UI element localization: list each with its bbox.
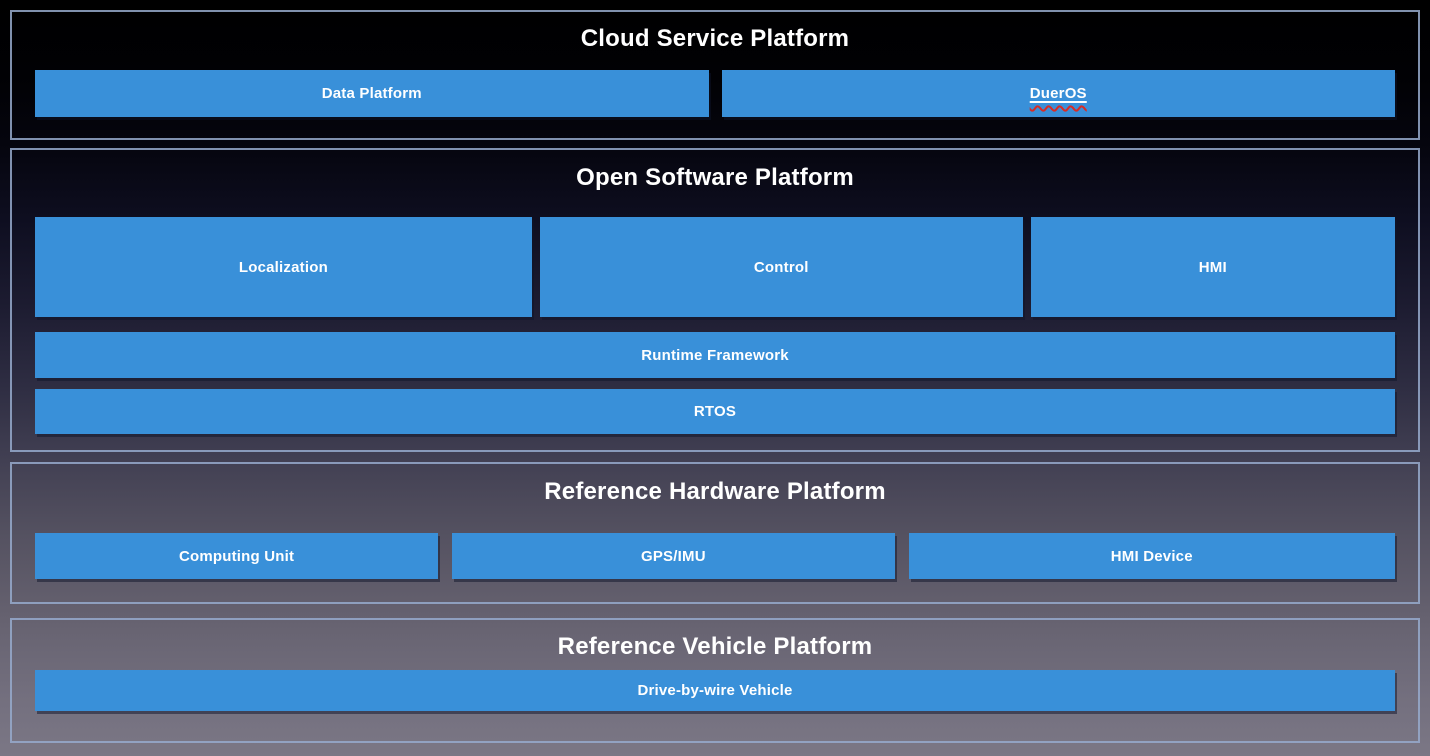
box-label-dueros-underline: DuerOS — [1030, 85, 1087, 102]
section-cloud-service-platform: Cloud Service Platform Data Platform Due… — [10, 10, 1420, 140]
box-drive-by-wire-vehicle: Drive-by-wire Vehicle — [35, 670, 1395, 711]
section-title-open-software-platform: Open Software Platform — [576, 164, 854, 191]
box-label-control: Control — [753, 258, 809, 276]
box-label-gps-imu: GPS/IMU — [640, 547, 706, 565]
box-data-platform: Data Platform — [35, 70, 709, 117]
section-reference-vehicle-platform: Reference Vehicle Platform Drive-by-wire… — [10, 618, 1420, 743]
section-title-cloud-service-platform: Cloud Service Platform — [580, 25, 850, 52]
box-label-computing-unit: Computing Unit — [178, 547, 295, 565]
box-gps-imu: GPS/IMU — [452, 533, 895, 579]
box-label-hmi: HMI — [1198, 258, 1227, 276]
section-open-software-platform: Open Software Platform Localization Cont… — [10, 148, 1420, 452]
box-dueros: DuerOS — [721, 70, 1395, 117]
box-rtos: RTOS — [35, 389, 1395, 434]
box-label-hmi-device: HMI Device — [1110, 547, 1193, 565]
box-computing-unit: Computing Unit — [35, 533, 439, 579]
box-hmi-device: HMI Device — [908, 533, 1395, 579]
box-label-rtos: RTOS — [693, 403, 737, 420]
section-title-reference-hardware-platform: Reference Hardware Platform — [544, 478, 886, 505]
box-control: Control — [539, 217, 1023, 317]
vehicle-boxes-row: Drive-by-wire Vehicle — [35, 670, 1395, 711]
box-label-dueros: DuerOS — [1029, 85, 1087, 102]
section-reference-hardware-platform: Reference Hardware Platform Computing Un… — [10, 462, 1420, 604]
box-runtime-framework: Runtime Framework — [35, 332, 1395, 378]
box-localization: Localization — [35, 217, 532, 317]
hardware-boxes-row: Computing Unit GPS/IMU HMI Device — [35, 533, 1395, 579]
box-label-localization: Localization — [238, 258, 328, 276]
cloud-boxes-row: Data Platform DuerOS — [35, 70, 1395, 117]
box-label-runtime-framework: Runtime Framework — [641, 346, 789, 364]
software-modules-row: Localization Control HMI — [35, 217, 1395, 317]
box-label-drive-by-wire-vehicle: Drive-by-wire Vehicle — [637, 682, 793, 699]
box-label-data-platform: Data Platform — [321, 85, 422, 102]
section-title-reference-vehicle-platform: Reference Vehicle Platform — [557, 633, 873, 660]
box-hmi: HMI — [1030, 217, 1395, 317]
